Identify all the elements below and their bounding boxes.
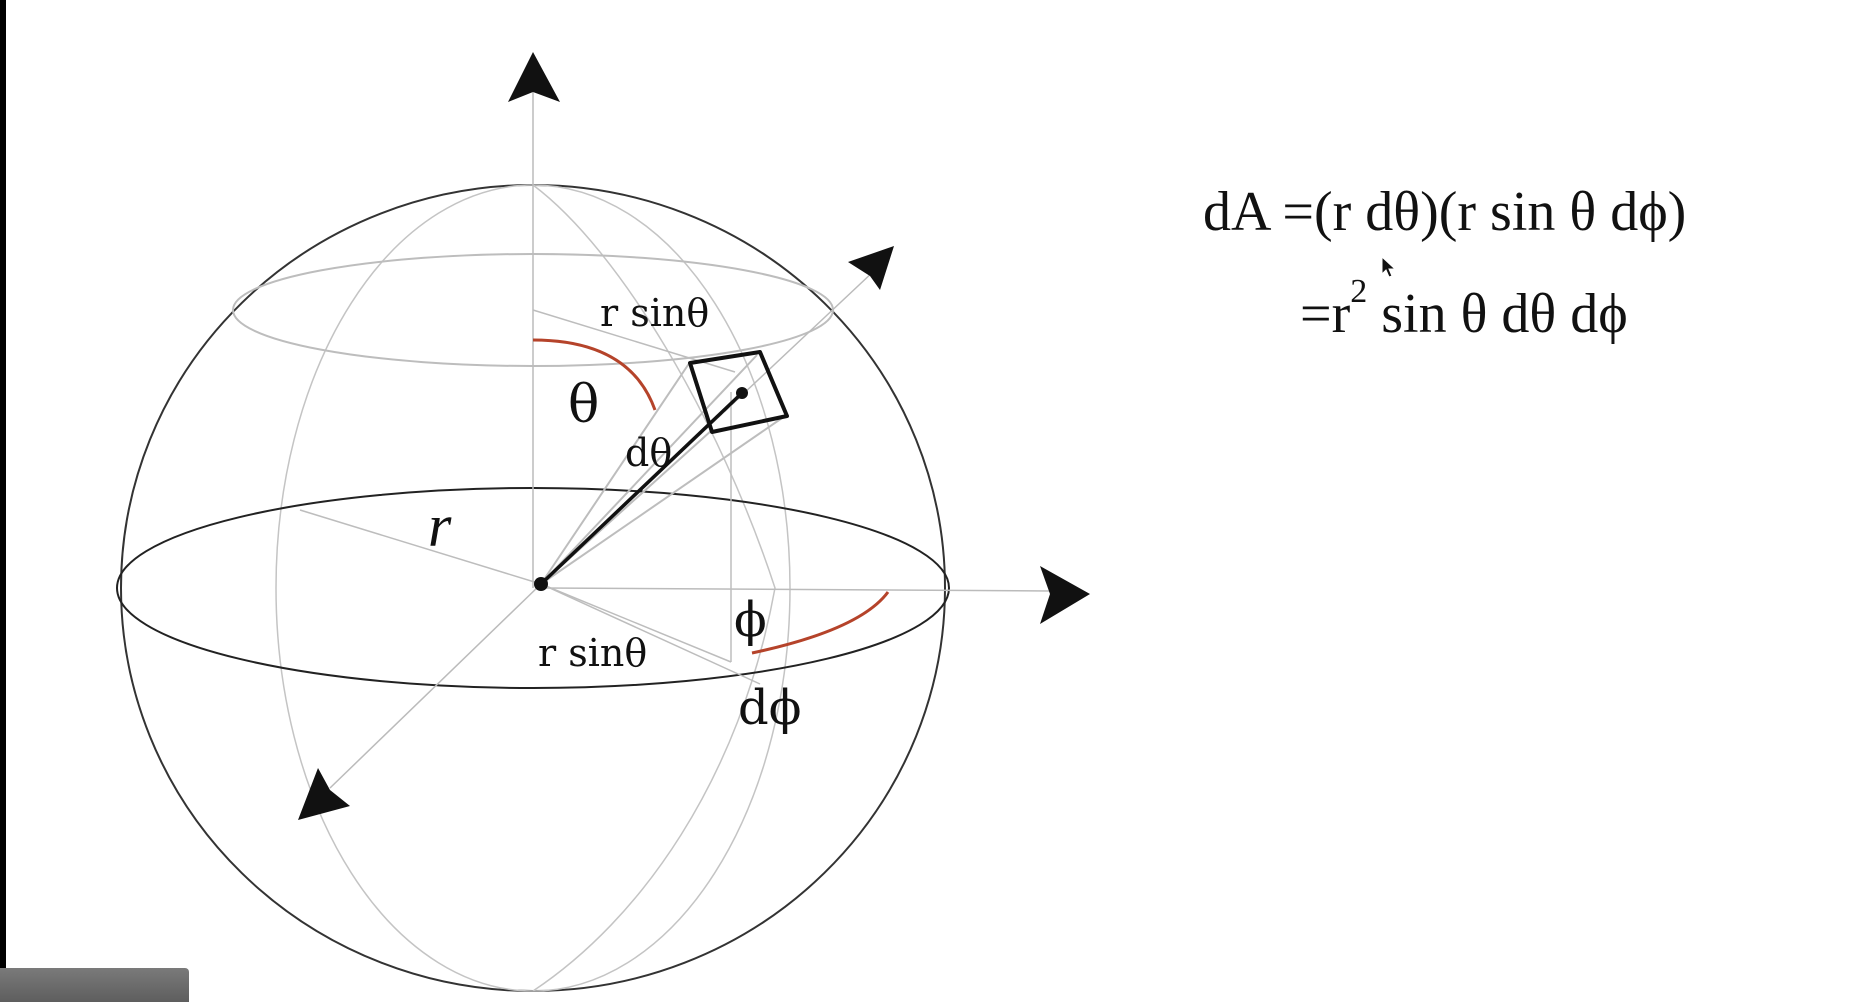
left-edge-bar (0, 0, 6, 1002)
eq1-rhs: (r dθ)(r sin θ dϕ) (1313, 181, 1687, 243)
eq1-lhs: dA (1203, 181, 1269, 243)
equator-radius-line (299, 509, 542, 585)
phi-arc (751, 591, 890, 655)
y-axis-arrowhead (298, 768, 350, 820)
eq2-equals: = (1300, 283, 1332, 345)
corner-overlay (0, 968, 189, 1002)
equation-line-2: =r2 sin θ dθ dϕ (1300, 273, 1628, 346)
area-element-center (736, 387, 748, 399)
theta-arc (532, 338, 657, 411)
mouse-cursor-icon (1381, 256, 1397, 278)
equation-line-1: dA =(r dθ)(r sin θ dϕ) (1203, 180, 1686, 244)
z-axis-arrowhead (508, 52, 560, 102)
label-d-phi: dϕ (738, 680, 801, 736)
eq2-exponent: 2 (1350, 273, 1368, 311)
label-r-sin-theta-bottom: r sinθ (538, 631, 647, 675)
label-d-theta: dθ (625, 431, 672, 475)
y-axis (329, 583, 542, 789)
projection-floor-1 (540, 583, 732, 663)
label-r-sin-theta-top: r sinθ (600, 291, 709, 335)
x-axis-arrowhead (1040, 566, 1090, 624)
eq2-r: r (1331, 283, 1351, 345)
origin-point (534, 577, 548, 591)
eq2-rest: sin θ dθ dϕ (1367, 283, 1628, 345)
x-axis (542, 587, 1051, 592)
radial-axis-arrowhead (848, 246, 894, 290)
cone-ray-2 (540, 415, 786, 585)
label-theta: θ (568, 375, 599, 435)
projection-floor-2 (540, 583, 761, 685)
meridian-tilted (532, 184, 776, 992)
label-r: r (428, 493, 452, 559)
area-element-patch (688, 350, 789, 434)
cone-ray-1 (540, 361, 691, 585)
eq1-equals: = (1282, 181, 1314, 243)
label-phi: ϕ (734, 592, 767, 648)
cone-ray-3 (540, 354, 758, 585)
